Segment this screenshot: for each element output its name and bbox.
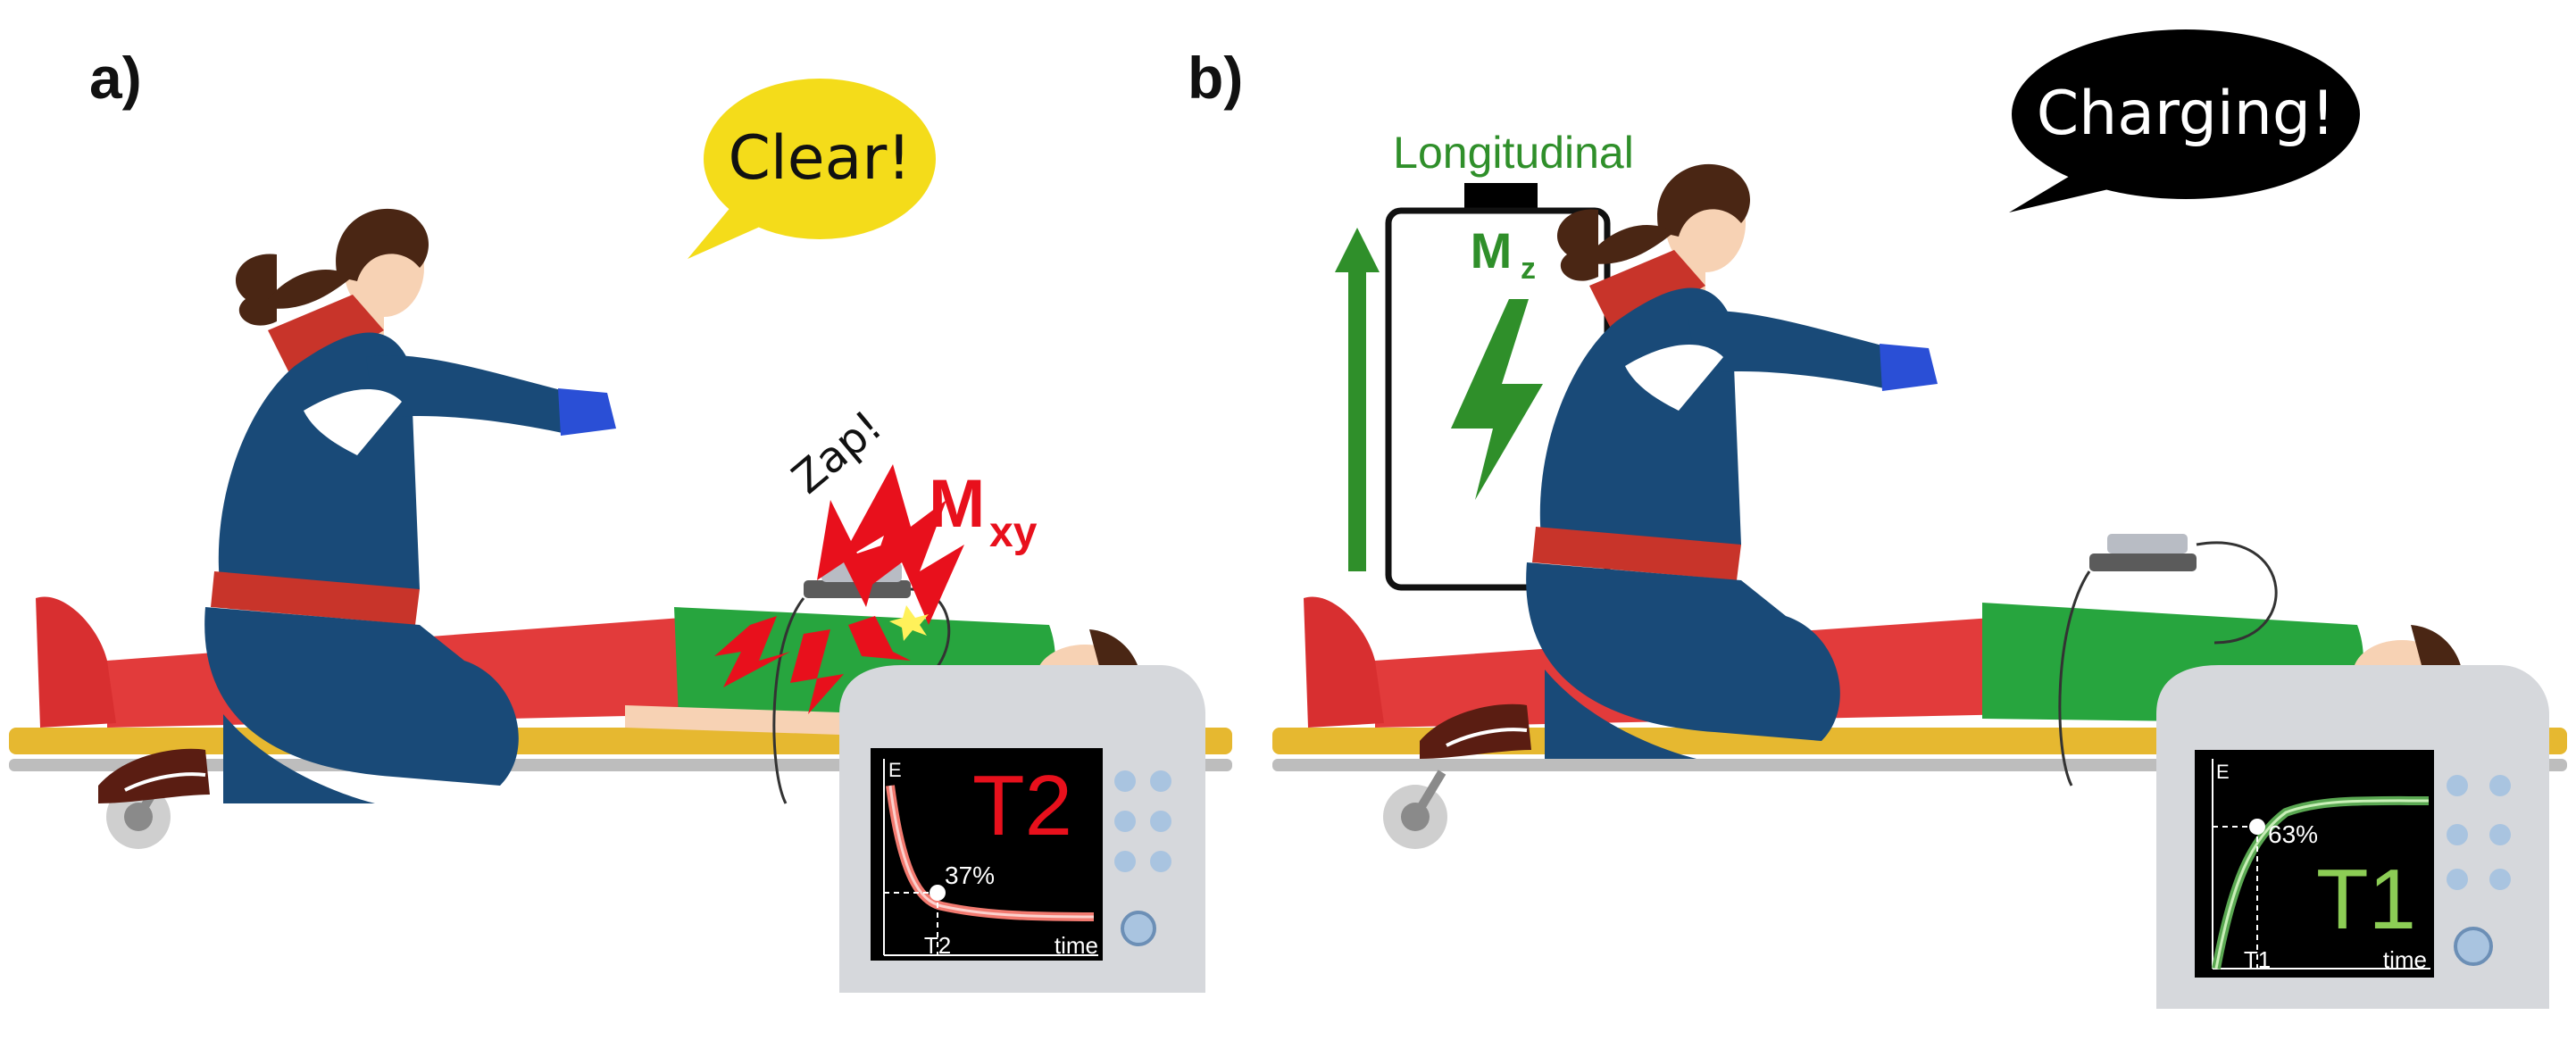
monitor-a-x-tick: T2: [924, 932, 951, 959]
monitor-b-x-tick: T1: [2244, 946, 2271, 973]
up-arrow-icon: [1335, 228, 1380, 571]
panel-a: a) Clear!: [9, 45, 1232, 993]
zap-text: Zap!: [783, 401, 892, 504]
recovery-marker: [2249, 819, 2265, 835]
mz-main: M: [1471, 222, 1513, 279]
mz-sub: z: [1521, 252, 1536, 286]
mxy-sub: xy: [989, 509, 1038, 556]
monitor-b-y-axis: E: [2216, 761, 2230, 783]
monitor-a: E 37% T2 time T2: [839, 665, 1205, 993]
monitor-a-buttons: [1114, 770, 1171, 946]
monitor-b-big-label: T1: [2316, 852, 2416, 947]
monitor-b-x-axis: time: [2383, 946, 2427, 973]
defibrillator-paddles-b: [2058, 534, 2278, 787]
monitor-b-percent: 63%: [2268, 820, 2318, 848]
speech-bubble-charging: Charging!: [2009, 29, 2360, 212]
monitor-b-buttons: [2447, 775, 2511, 966]
monitor-a-x-axis: time: [1055, 932, 1098, 959]
monitor-a-percent: 37%: [945, 861, 995, 889]
speech-bubble-clear: Clear!: [688, 79, 936, 259]
panel-b: b) Charging! Longitudinal M z: [1188, 29, 2567, 1009]
lightning-bolt-icon: [1451, 299, 1543, 500]
panel-b-label: b): [1188, 45, 1243, 111]
monitor-a-big-label: T2: [972, 758, 1072, 853]
speech-text-clear: Clear!: [728, 123, 911, 194]
monitor-a-y-axis: E: [888, 759, 902, 781]
monitor-b: E 63% T1 time T1: [2156, 665, 2549, 1009]
decay-marker: [930, 885, 946, 901]
speech-text-charging: Charging!: [2037, 79, 2336, 149]
battery-title: Longitudinal: [1393, 128, 1634, 178]
mxy-main: M: [929, 466, 985, 542]
panel-a-label: a): [89, 45, 142, 111]
